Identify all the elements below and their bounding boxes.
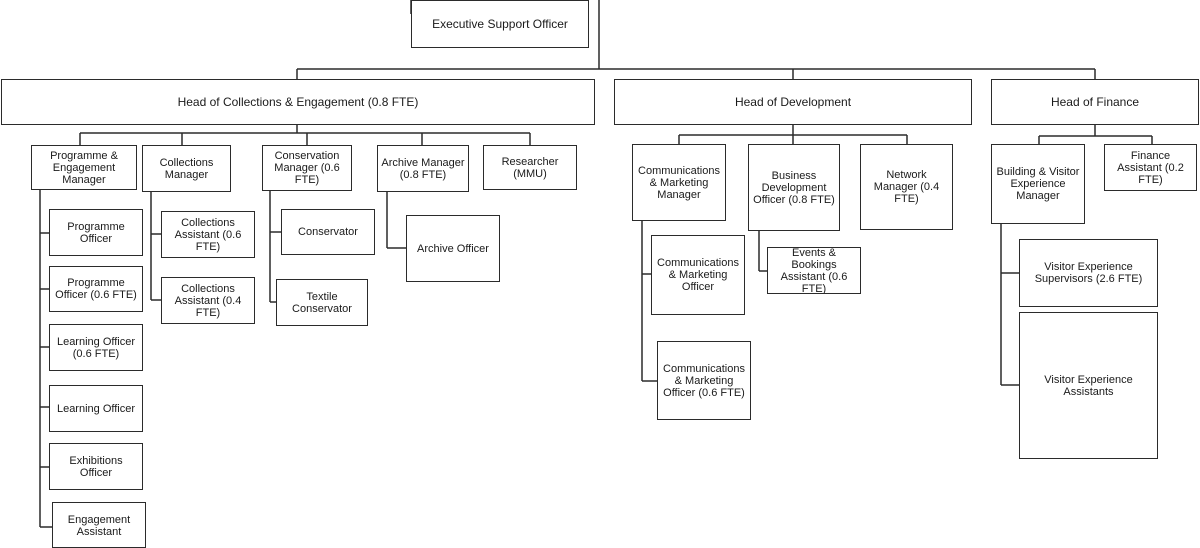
communications-marketing-officer-06-label: Communications & Marketing Officer (0.6 …	[663, 362, 745, 399]
head-of-finance-label: Head of Finance	[1050, 95, 1140, 109]
communications-marketing-officer-06-box: Communications & Marketing Officer (0.6 …	[657, 341, 751, 420]
finance-assistant-label: Finance Assistant (0.2 FTE)	[1117, 149, 1184, 186]
archive-officer-box: Archive Officer	[406, 215, 500, 282]
finance-assistant-box: Finance Assistant (0.2 FTE)	[1104, 144, 1197, 191]
visitor-experience-assistants-label: Visitor Experience Assistants	[1044, 373, 1133, 398]
building-visitor-experience-manager-box: Building & Visitor Experience Manager	[991, 144, 1085, 224]
programme-officer-label: Programme Officer	[67, 220, 125, 245]
learning-officer-box: Learning Officer	[49, 385, 143, 432]
events-bookings-assistant-label: Events & Bookings Assistant (0.6 FTE)	[780, 247, 848, 294]
collections-manager-label: Collections Manager	[159, 156, 214, 181]
conservator-label: Conservator	[298, 226, 358, 238]
visitor-experience-supervisors-label: Visitor Experience Supervisors (2.6 FTE)	[1034, 261, 1143, 285]
communications-marketing-manager-label: Communications & Marketing Manager	[638, 164, 720, 201]
head-of-finance-box: Head of Finance	[991, 79, 1199, 125]
head-of-collections-box: Head of Collections & Engagement (0.8 FT…	[1, 79, 595, 125]
communications-marketing-officer-box: Communications & Marketing Officer	[651, 235, 745, 315]
programme-engagement-manager-label: Programme & Engagement Manager	[50, 149, 118, 186]
head-of-development-label: Head of Development	[734, 95, 852, 109]
programme-officer-box: Programme Officer	[49, 209, 143, 256]
archive-officer-label: Archive Officer	[417, 242, 489, 255]
engagement-assistant-label: Engagement Assistant	[67, 514, 131, 538]
network-manager-label: Network Manager (0.4 FTE)	[873, 169, 940, 205]
textile-conservator-label: Textile Conservator	[292, 290, 352, 315]
exhibitions-officer-box: Exhibitions Officer	[49, 443, 143, 490]
archive-manager-label: Archive Manager (0.8 FTE)	[381, 156, 465, 181]
network-manager-box: Network Manager (0.4 FTE)	[860, 144, 953, 230]
researcher-label: Researcher (MMU)	[501, 155, 559, 180]
collections-assistant-06-label: Collections Assistant (0.6 FTE)	[174, 216, 242, 253]
collections-assistant-06-box: Collections Assistant (0.6 FTE)	[161, 211, 255, 258]
learning-officer-06-box: Learning Officer (0.6 FTE)	[49, 324, 143, 371]
conservation-manager-box: Conservation Manager (0.6 FTE)	[262, 145, 352, 191]
collections-manager-box: Collections Manager	[142, 145, 231, 192]
learning-officer-06-label: Learning Officer (0.6 FTE)	[56, 335, 136, 360]
archive-manager-box: Archive Manager (0.8 FTE)	[377, 145, 469, 192]
business-development-officer-box: Business Development Officer (0.8 FTE)	[748, 144, 840, 231]
conservation-manager-label: Conservation Manager (0.6 FTE)	[274, 150, 340, 186]
head-of-development-box: Head of Development	[614, 79, 972, 125]
researcher-box: Researcher (MMU)	[483, 145, 577, 190]
collections-assistant-04-label: Collections Assistant (0.4 FTE)	[174, 282, 242, 319]
learning-officer-label: Learning Officer	[56, 402, 136, 415]
visitor-experience-supervisors-box: Visitor Experience Supervisors (2.6 FTE)	[1019, 239, 1158, 307]
programme-engagement-manager-box: Programme & Engagement Manager	[31, 145, 137, 190]
engagement-assistant-box: Engagement Assistant	[52, 502, 146, 548]
building-visitor-experience-manager-label: Building & Visitor Experience Manager	[996, 166, 1080, 202]
business-development-officer-label: Business Development Officer (0.8 FTE)	[753, 169, 835, 206]
executive-support-officer-label: Executive Support Officer	[432, 17, 568, 31]
conservator-box: Conservator	[281, 209, 375, 255]
communications-marketing-manager-box: Communications & Marketing Manager	[632, 144, 726, 221]
exhibitions-officer-label: Exhibitions Officer	[69, 454, 123, 479]
communications-marketing-officer-label: Communications & Marketing Officer	[657, 257, 739, 293]
executive-support-officer-box: Executive Support Officer	[411, 0, 589, 48]
textile-conservator-box: Textile Conservator	[276, 279, 368, 326]
head-of-collections-label: Head of Collections & Engagement (0.8 FT…	[177, 95, 419, 109]
visitor-experience-assistants-box: Visitor Experience Assistants	[1019, 312, 1158, 459]
connector-lines	[39, 0, 1153, 528]
collections-assistant-04-box: Collections Assistant (0.4 FTE)	[161, 277, 255, 324]
events-bookings-assistant-box: Events & Bookings Assistant (0.6 FTE)	[767, 247, 861, 294]
programme-officer-06-label: Programme Officer (0.6 FTE)	[55, 277, 137, 301]
programme-officer-06-box: Programme Officer (0.6 FTE)	[49, 266, 143, 312]
